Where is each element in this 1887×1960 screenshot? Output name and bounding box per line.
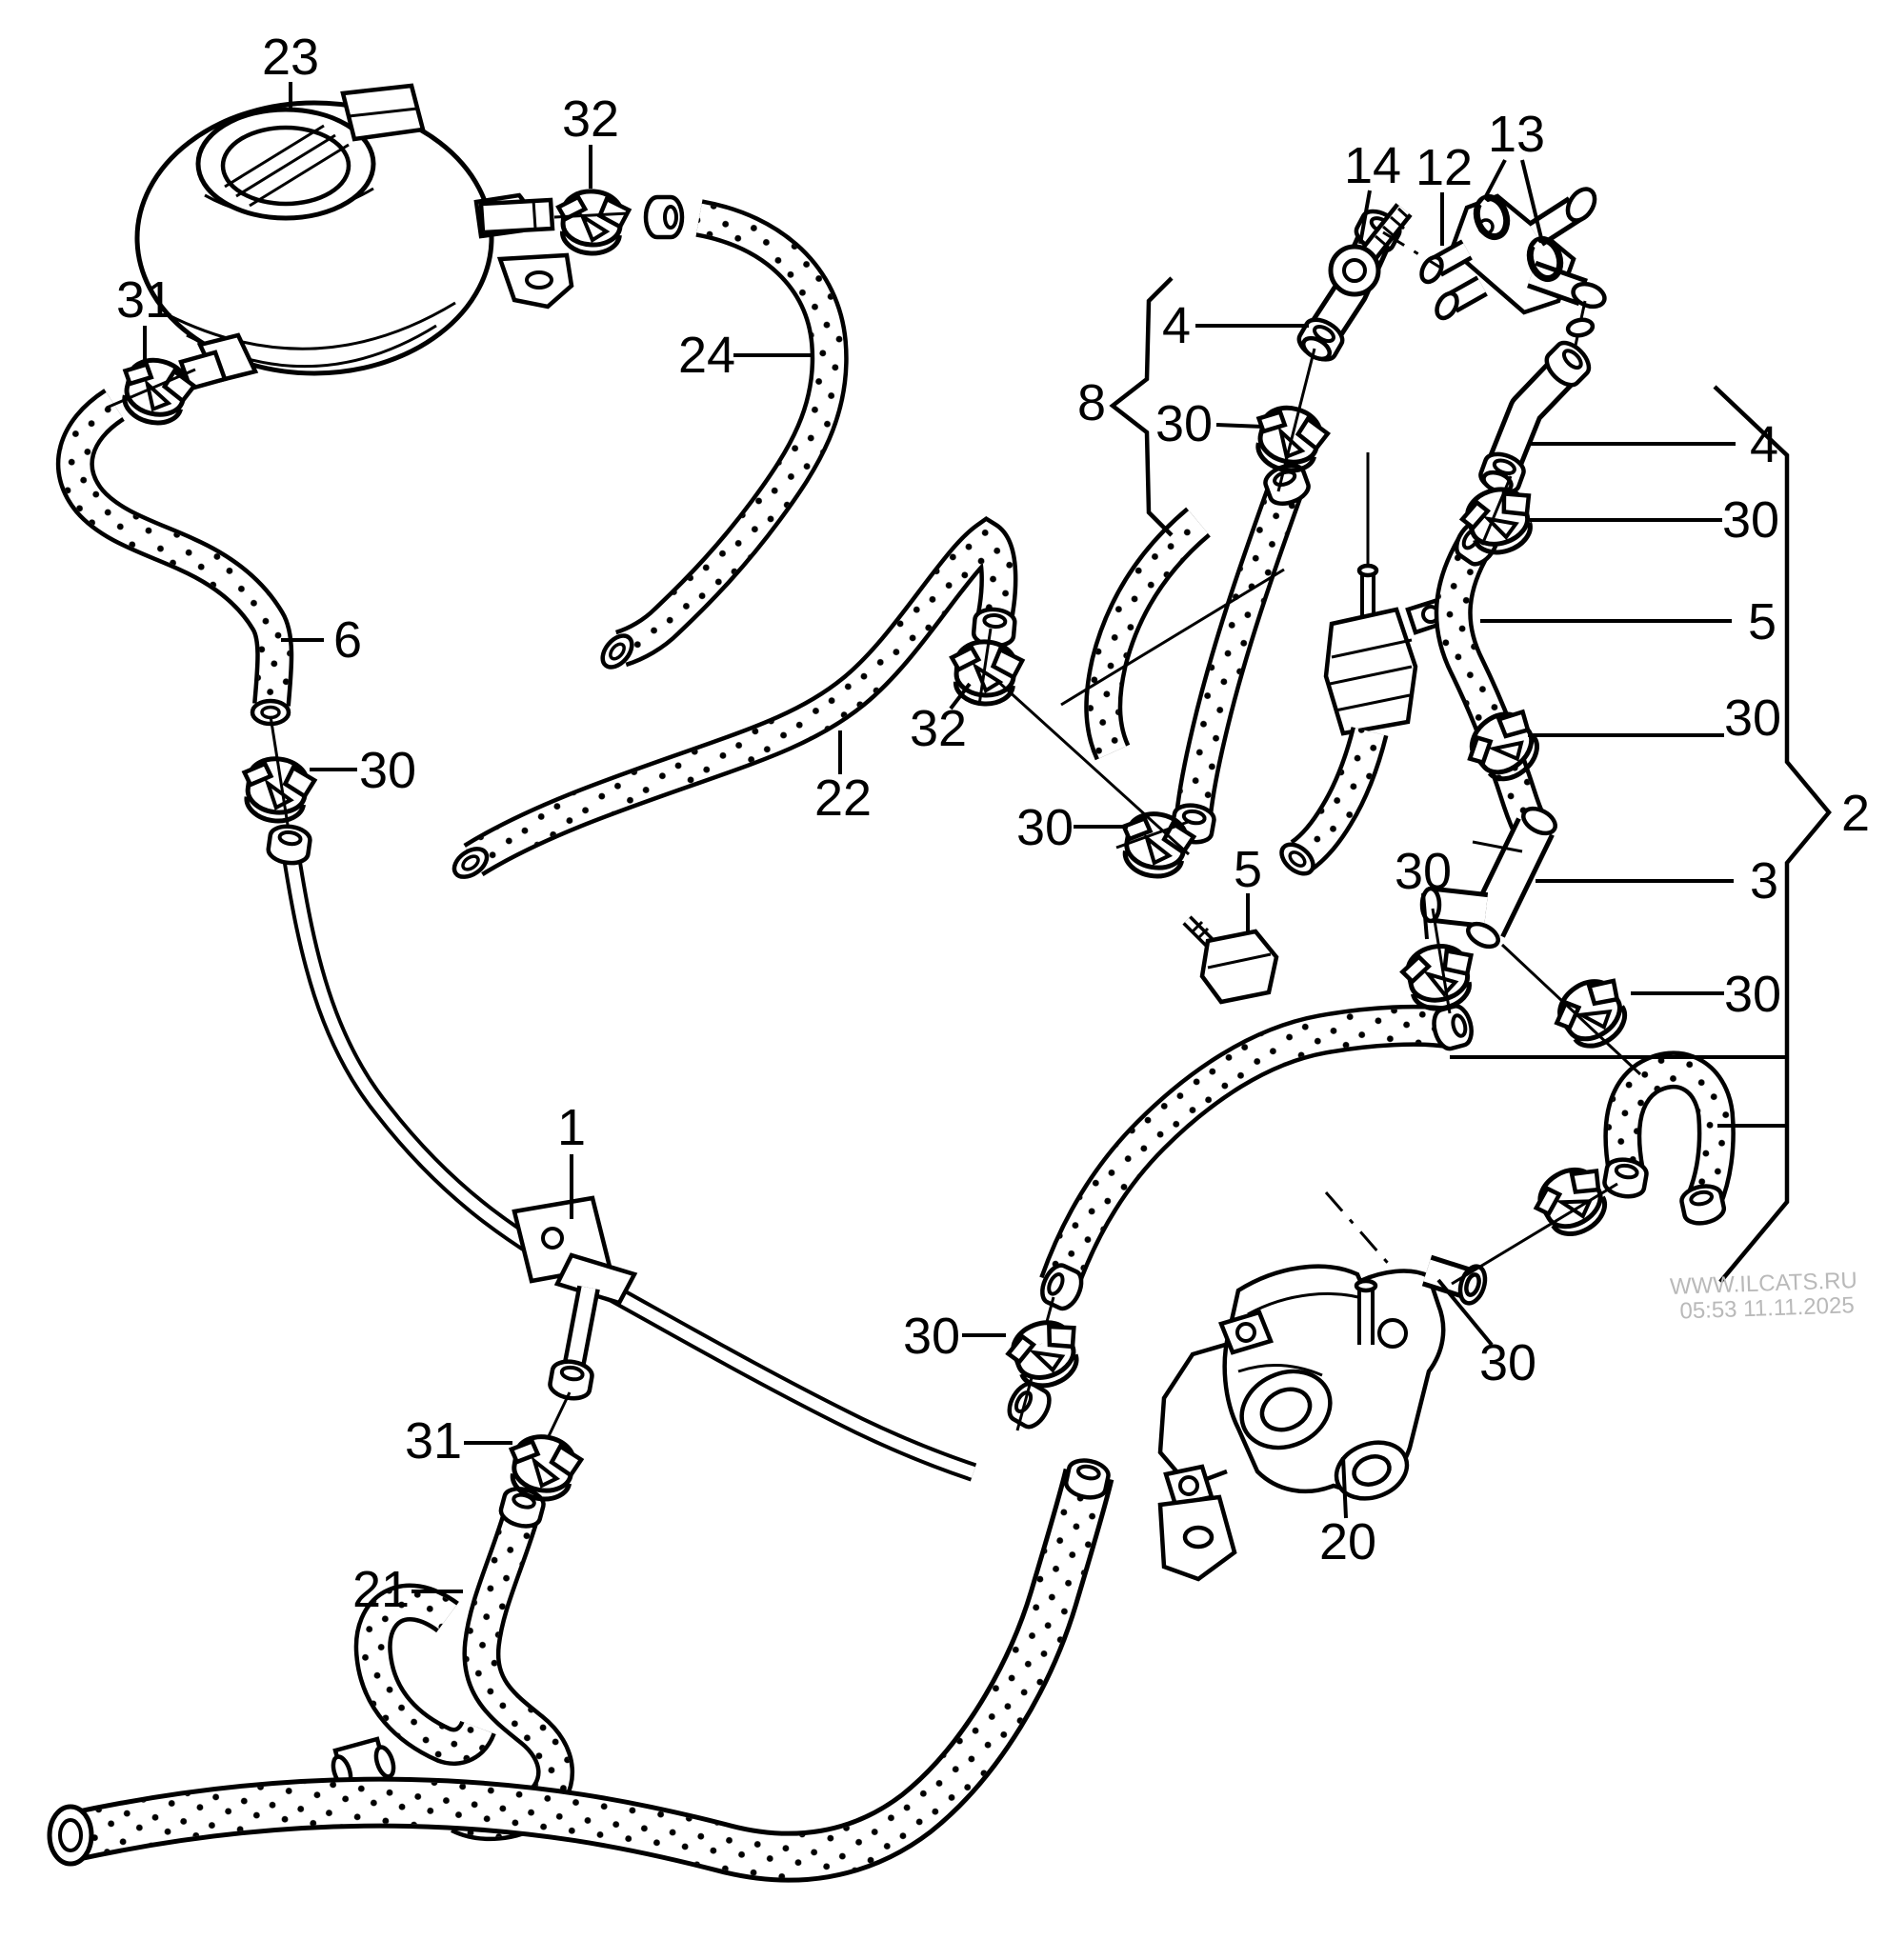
callout-label: 8 (1077, 374, 1106, 431)
coolant-pipe (267, 824, 977, 1482)
callout-label: 21 (352, 1561, 410, 1618)
callout-label: 31 (116, 271, 173, 329)
hose-24 (597, 197, 830, 672)
callout-label: 3 (1750, 852, 1778, 910)
callout-label: 13 (1488, 106, 1545, 163)
callout-label: 1 (557, 1099, 586, 1156)
tank-cap (195, 107, 376, 221)
o-rings (1473, 193, 1564, 283)
expansion-tank (134, 83, 574, 391)
clamp-32-top (555, 190, 630, 256)
callout-label: 4 (1750, 416, 1778, 473)
tank-outlet-right (478, 197, 555, 235)
callout-label: 30 (1724, 966, 1781, 1023)
callout-label: 30 (1722, 491, 1779, 549)
callout-label: 30 (1155, 395, 1213, 452)
junction-fitting (1276, 452, 1453, 879)
callout-label: 30 (359, 742, 416, 799)
callout-label: 6 (333, 611, 362, 669)
callout-label: 23 (262, 29, 319, 86)
callout-label: 24 (678, 327, 735, 384)
callout-label: 32 (910, 700, 967, 757)
elbow-connector-right (1477, 300, 1595, 497)
assembly-lines (106, 211, 1642, 1286)
twin-connector (1419, 187, 1607, 321)
callout-label: 22 (814, 770, 872, 827)
pipe-clip (512, 1195, 638, 1306)
callout-label: 2 (1841, 785, 1870, 842)
bracket-2 (1713, 385, 1832, 1284)
callout-label: 20 (1319, 1513, 1376, 1570)
callout-label: 30 (1016, 799, 1074, 856)
callout-label: 31 (405, 1412, 462, 1470)
bolt (1328, 203, 1413, 297)
bracket-8 (1109, 276, 1174, 537)
callout-label: 30 (1395, 843, 1452, 900)
sensor-plug (340, 83, 426, 142)
callout-label: 30 (903, 1308, 960, 1365)
callout-label: 30 (1724, 690, 1781, 747)
callout-label: 12 (1415, 139, 1473, 196)
watermark-timestamp: 05:53 11.11.2025 (1679, 1292, 1855, 1324)
callout-label: 4 (1162, 297, 1191, 354)
bleeder-screw (1182, 915, 1279, 1005)
callout-label: 5 (1234, 841, 1262, 898)
callout-label: 14 (1344, 137, 1401, 194)
hose-6 (75, 405, 289, 724)
pump-assembly (1157, 1254, 1488, 1582)
leader-lines (143, 82, 1832, 1593)
hose-bottom-right (1602, 1070, 1726, 1226)
callout-label: 5 (1748, 593, 1777, 650)
hose-5 (1037, 915, 1475, 1312)
hose-loop (331, 1602, 478, 1803)
clamp-30-bottom-center (1002, 1312, 1090, 1394)
callout-label: 30 (1479, 1334, 1536, 1391)
tee-fitting (1419, 806, 1557, 950)
callout-label: 32 (562, 90, 619, 148)
watermark: WWW.ILCATS.RU 05:53 11.11.2025 (1670, 1268, 1858, 1325)
hose-21 (459, 1485, 555, 1822)
clamp-30-right3 (1546, 968, 1639, 1059)
hose-right (1451, 516, 1535, 836)
hose-cross-left (1103, 522, 1198, 752)
